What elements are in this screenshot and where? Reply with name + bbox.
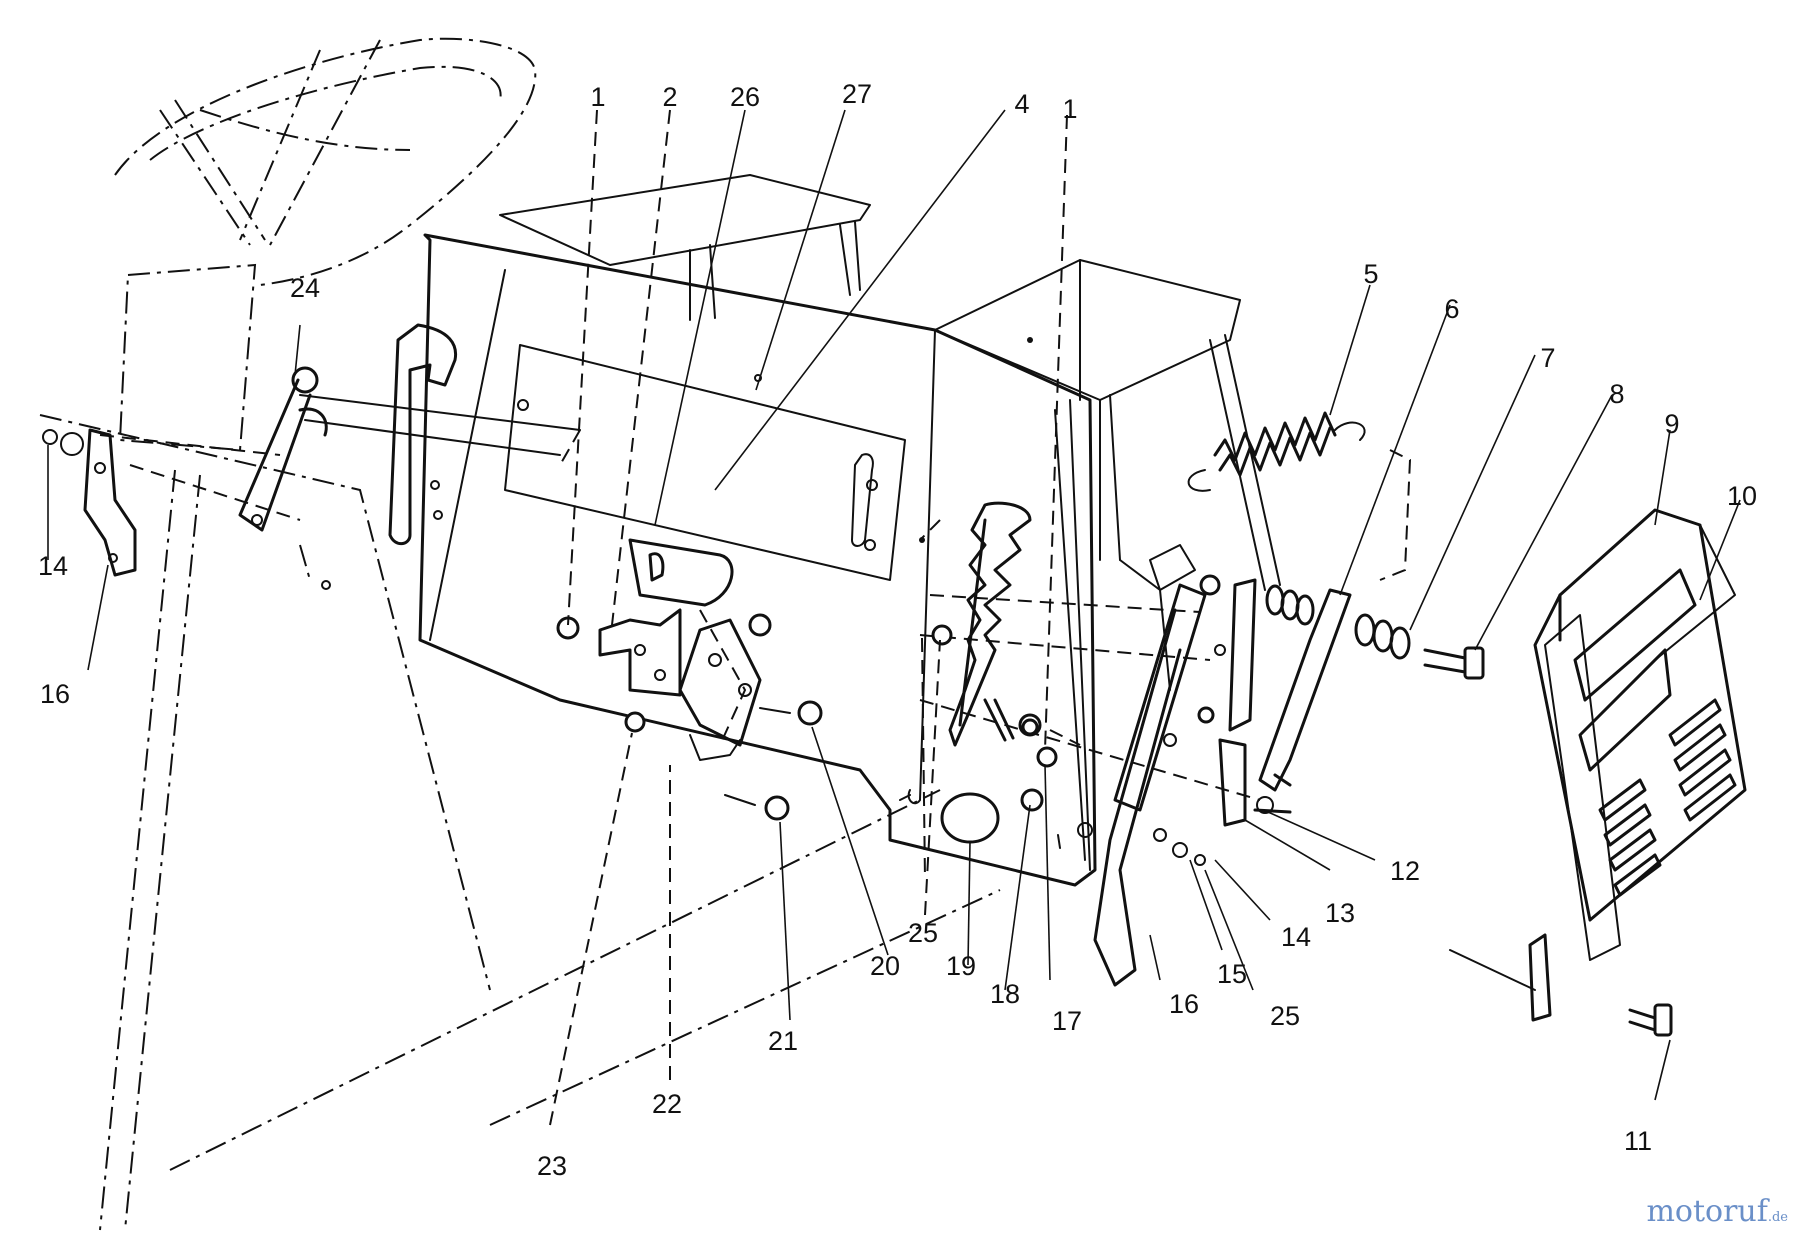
callout-23: 23 bbox=[537, 1151, 567, 1181]
callout-19: 19 bbox=[946, 951, 976, 981]
callout-27: 27 bbox=[842, 79, 872, 109]
callout-18: 18 bbox=[990, 979, 1020, 1009]
shift-lever bbox=[940, 698, 1015, 844]
watermark-text: motoruf bbox=[1646, 1194, 1768, 1229]
left-bracket bbox=[42, 428, 301, 577]
callout-24: 24 bbox=[290, 273, 320, 303]
callout-8: 8 bbox=[1609, 379, 1624, 409]
spring-washers bbox=[1265, 584, 1411, 660]
callout-13: 13 bbox=[1325, 898, 1355, 928]
watermark: motoruf.de bbox=[1646, 1194, 1788, 1229]
callout-1a: 1 bbox=[590, 82, 605, 112]
callout-labels: 1 2 26 27 4 1 5 6 7 8 9 10 24 14 16 12 1… bbox=[38, 79, 1757, 1181]
callout-1b: 1 bbox=[1062, 94, 1077, 124]
callout-16a: 16 bbox=[40, 679, 70, 709]
watermark-suffix: .de bbox=[1767, 1210, 1788, 1225]
steering-wheel bbox=[114, 37, 537, 286]
steering-column bbox=[99, 263, 257, 1231]
decal-panel bbox=[1449, 508, 1747, 1037]
frame-outline bbox=[39, 414, 1001, 1171]
callout-7: 7 bbox=[1540, 343, 1555, 373]
callout-4: 4 bbox=[1014, 89, 1029, 119]
callout-10: 10 bbox=[1727, 481, 1757, 511]
callout-2: 2 bbox=[662, 82, 677, 112]
callout-20: 20 bbox=[870, 951, 900, 981]
callout-25b: 25 bbox=[908, 918, 938, 948]
seat-support bbox=[934, 259, 1281, 691]
control-panel bbox=[321, 233, 1097, 887]
callout-12: 12 bbox=[1390, 856, 1420, 886]
callout-22: 22 bbox=[652, 1089, 682, 1119]
callout-14a: 14 bbox=[38, 551, 68, 581]
bolt bbox=[1423, 646, 1485, 680]
callout-6: 6 bbox=[1444, 294, 1459, 324]
leader-lines bbox=[47, 109, 1741, 1126]
callout-21: 21 bbox=[768, 1026, 798, 1056]
callout-25a: 25 bbox=[1270, 1001, 1300, 1031]
pivot-rod bbox=[99, 366, 581, 532]
callout-11: 11 bbox=[1624, 1126, 1652, 1156]
callout-15: 15 bbox=[1217, 959, 1247, 989]
callout-26: 26 bbox=[730, 82, 760, 112]
hardware bbox=[919, 519, 1215, 881]
callout-17: 17 bbox=[1052, 1006, 1082, 1036]
callout-16b: 16 bbox=[1169, 989, 1199, 1019]
callout-9: 9 bbox=[1664, 409, 1679, 439]
callout-5: 5 bbox=[1363, 259, 1378, 289]
link-arm bbox=[919, 574, 1352, 987]
return-spring bbox=[1187, 411, 1412, 581]
hood bbox=[499, 174, 871, 321]
interlock-bracket bbox=[556, 538, 823, 821]
callout-14b: 14 bbox=[1281, 922, 1311, 952]
